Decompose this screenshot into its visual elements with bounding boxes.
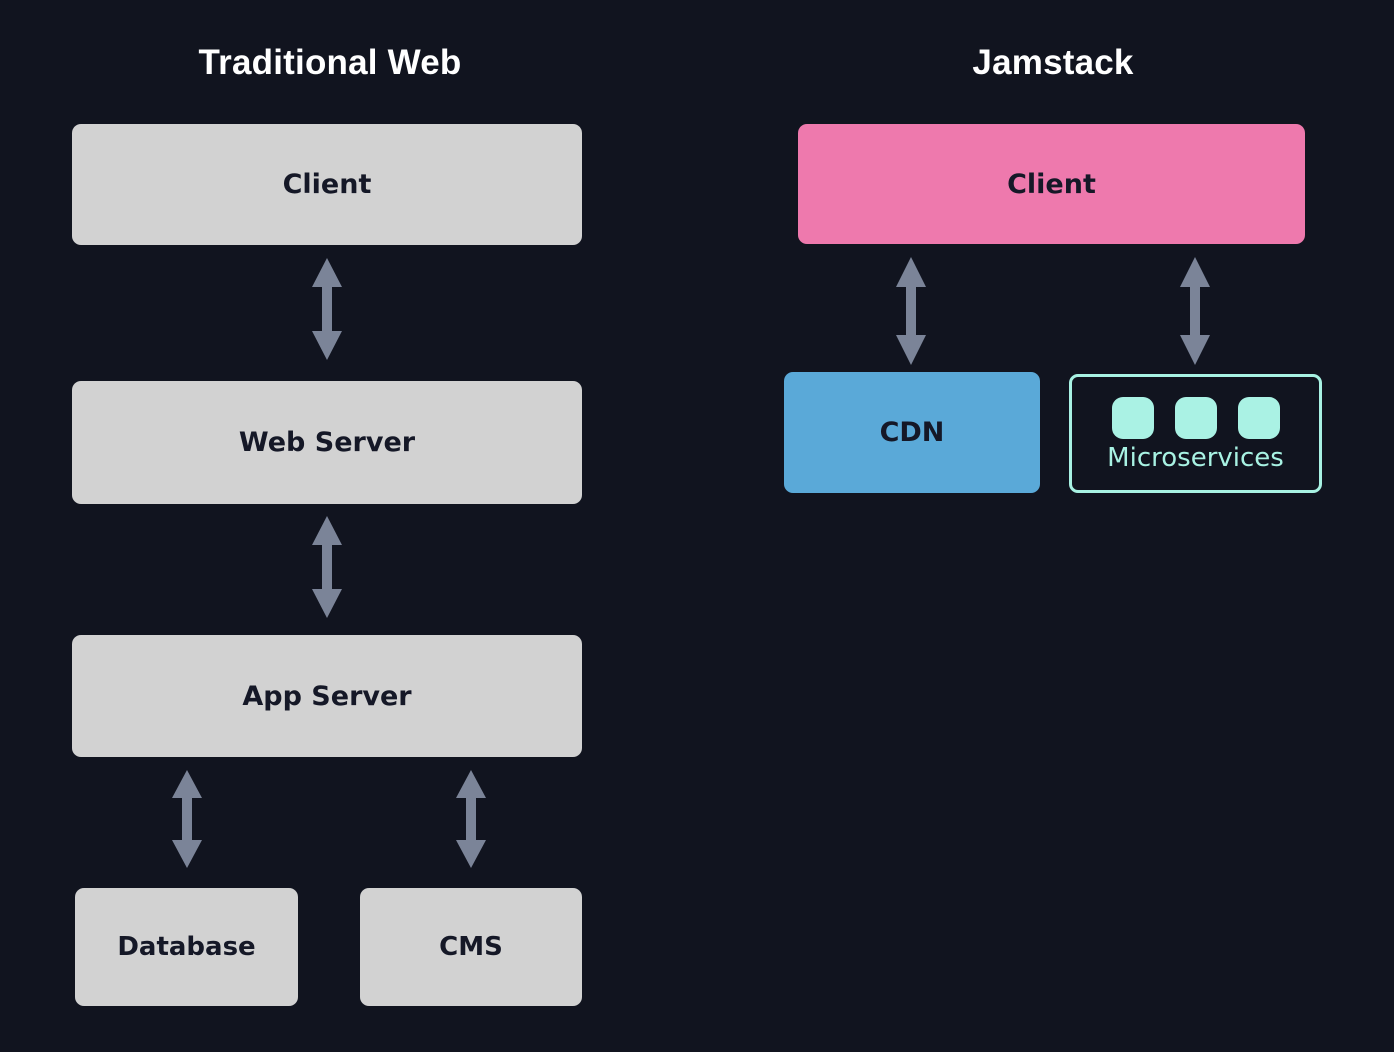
microservice-chip-icon	[1174, 396, 1217, 439]
node-traditional-web-server[interactable]: Web Server	[72, 381, 582, 504]
connector-app-server-to-database	[167, 770, 207, 868]
connector-client-to-web-server	[307, 258, 347, 360]
node-traditional-app-server[interactable]: App Server	[72, 635, 582, 757]
connector-jamstack-client-to-cdn	[891, 257, 931, 365]
column-title-jamstack: Jamstack	[972, 43, 1134, 82]
node-traditional-database[interactable]: Database	[75, 888, 298, 1006]
microservices-label: Microservices	[1107, 442, 1284, 473]
connector-web-server-to-app-server	[307, 516, 347, 618]
node-jamstack-microservices[interactable]: Microservices	[1069, 374, 1322, 493]
node-traditional-cms[interactable]: CMS	[360, 888, 582, 1006]
node-jamstack-client[interactable]: Client	[798, 124, 1305, 244]
node-traditional-client[interactable]: Client	[72, 124, 582, 245]
microservice-chip-icon	[1237, 396, 1280, 439]
microservice-chip-row	[1111, 396, 1280, 439]
node-jamstack-cdn[interactable]: CDN	[784, 372, 1040, 493]
connector-jamstack-client-to-microservices	[1175, 257, 1215, 365]
connector-app-server-to-cms	[451, 770, 491, 868]
column-title-traditional-web: Traditional Web	[198, 43, 462, 82]
microservice-chip-icon	[1111, 396, 1154, 439]
